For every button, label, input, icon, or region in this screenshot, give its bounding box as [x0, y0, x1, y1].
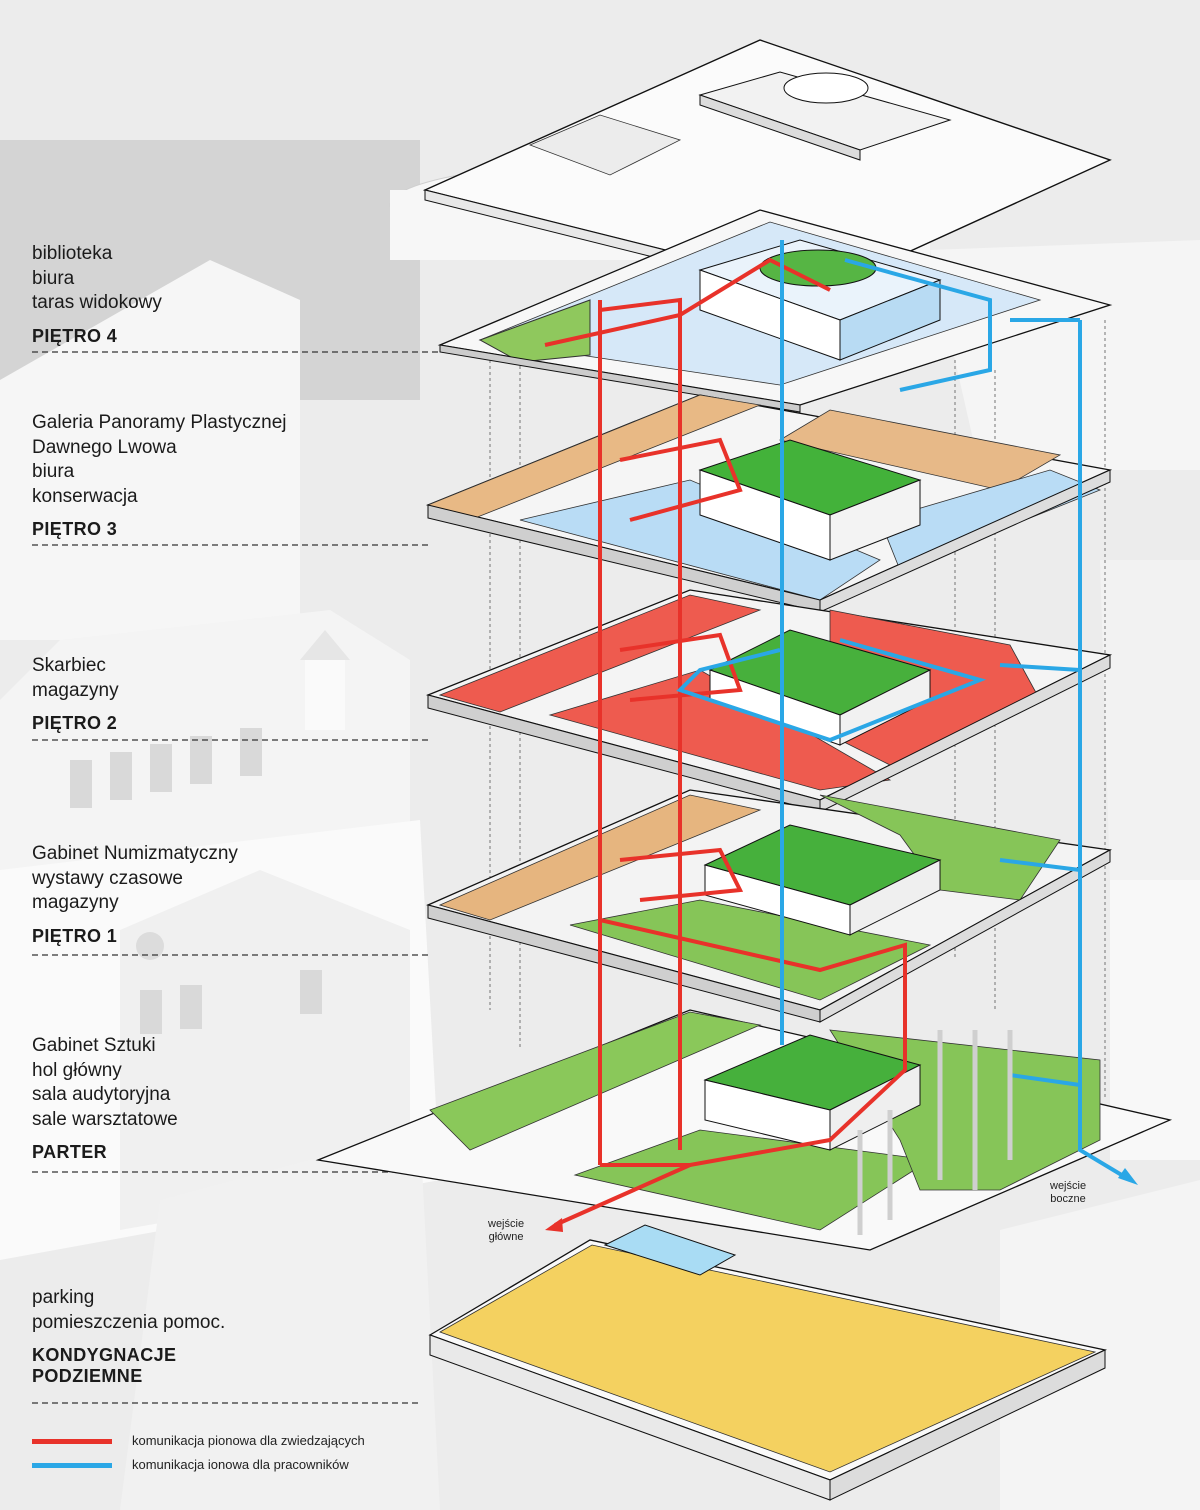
function-label: konserwacja	[32, 485, 138, 507]
entrance-word: wejście	[1050, 1180, 1087, 1192]
legend-swatch-red	[32, 1439, 112, 1444]
function-label: hol główny	[32, 1059, 122, 1081]
basement-slab	[428, 1224, 1108, 1501]
staff-circulation	[676, 240, 1132, 1182]
level-label: KONDYGNACJE PODZIEMNE	[32, 1345, 177, 1386]
roof-slab	[422, 39, 1112, 301]
function-label: wystawy czasowe	[32, 867, 183, 889]
function-label: Skarbiec	[32, 655, 106, 676]
function-label: sala audytoryjna	[32, 1084, 171, 1105]
level-label: PIĘTRO 3	[32, 519, 118, 539]
function-label: pomieszczenia pomoc.	[32, 1311, 226, 1333]
floor-label-4: biblioteka biura taras widokowy PIĘTRO 4	[32, 242, 162, 347]
level-label: PIĘTRO 4	[32, 325, 118, 346]
ground-columns	[857, 1030, 1013, 1235]
floor-4-slab	[437, 209, 1113, 413]
visitor-circulation	[544, 257, 907, 1227]
function-label: Gabinet Sztuki	[32, 1035, 156, 1056]
function-label: sale warsztatowe	[32, 1108, 178, 1130]
function-label: magazyny	[32, 679, 119, 701]
legend-label: komunikacja pionowa dla zwiedzających	[132, 1433, 365, 1448]
function-label: Gabinet Numizmatyczny	[32, 843, 238, 864]
ground-floor-slab	[315, 1009, 1173, 1251]
floor-label-ground: Gabinet Sztuki hol główny sala audytoryj…	[32, 1034, 178, 1163]
leader-lines	[32, 351, 500, 1404]
function-label: taras widokowy	[32, 292, 162, 313]
legend-swatch-blue	[32, 1463, 112, 1468]
function-label: Dawnego Lwowa	[32, 436, 177, 458]
floor-label-1: Gabinet Numizmatyczny wystawy czasowe ma…	[32, 842, 238, 947]
floor-label-basement: parking pomieszczenia pomoc. KONDYGNACJE…	[32, 1286, 252, 1387]
floor-label-3: Galeria Panoramy Plastycznej Dawnego Lwo…	[32, 411, 287, 540]
entrance-word: wejście	[488, 1218, 525, 1230]
floor-label-2: Skarbiec magazyny PIĘTRO 2	[32, 654, 119, 734]
entrance-word: główne	[488, 1231, 524, 1243]
function-label: magazyny	[32, 892, 119, 913]
side-entrance-label: wejście boczne	[1050, 1180, 1086, 1206]
function-label: biura	[32, 461, 75, 482]
level-label: PIĘTRO 1	[32, 925, 118, 946]
legend-label: komunikacja ionowa dla pracowników	[132, 1457, 349, 1472]
function-label: Galeria Panoramy Plastycznej	[32, 412, 287, 433]
function-label: biura	[32, 267, 75, 289]
function-label: parking	[32, 1287, 95, 1308]
main-entrance-label: wejście główne	[488, 1218, 524, 1244]
entrance-word: boczne	[1050, 1193, 1086, 1205]
level-label: PIĘTRO 2	[32, 713, 118, 733]
level-label: PARTER	[32, 1142, 108, 1162]
function-label: biblioteka	[32, 243, 113, 264]
